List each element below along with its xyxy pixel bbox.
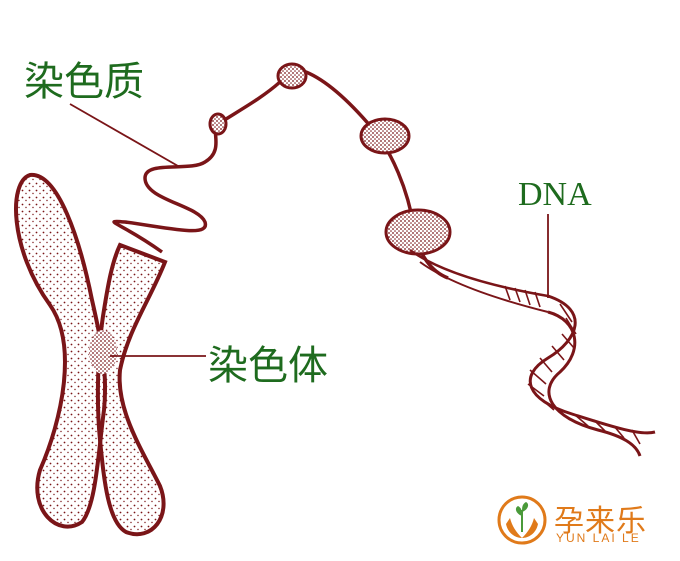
chromatid-right — [95, 242, 168, 536]
dna-base-pairs — [504, 285, 641, 445]
nucleosomes — [208, 62, 452, 256]
chromatid-left — [14, 172, 108, 529]
chromatin-label: 染色质 — [24, 59, 144, 105]
nucleosome-4 — [384, 208, 452, 256]
chromosome — [14, 172, 168, 536]
brand-name: 孕来乐 — [554, 504, 647, 539]
dna-strand-a — [528, 294, 656, 435]
dna-label: DNA — [518, 176, 592, 213]
brand-logo: 孕来乐 YUN LAI LE — [496, 494, 676, 546]
dna-ribbon-top — [409, 248, 549, 298]
brand-subtitle: YUN LAI LE — [556, 531, 641, 545]
chromatin-leader-line — [69, 103, 179, 167]
dna-double-helix — [504, 285, 656, 457]
centromere — [89, 330, 117, 374]
chromosome-label: 染色体 — [208, 343, 328, 389]
dna-strand-b — [547, 310, 642, 457]
nucleosome-3 — [359, 117, 411, 155]
nucleosome-1 — [208, 112, 228, 136]
dna-ribbon-bottom — [419, 261, 549, 313]
nucleosome-2 — [276, 62, 308, 90]
hands-holding-sprout-icon — [497, 495, 547, 545]
